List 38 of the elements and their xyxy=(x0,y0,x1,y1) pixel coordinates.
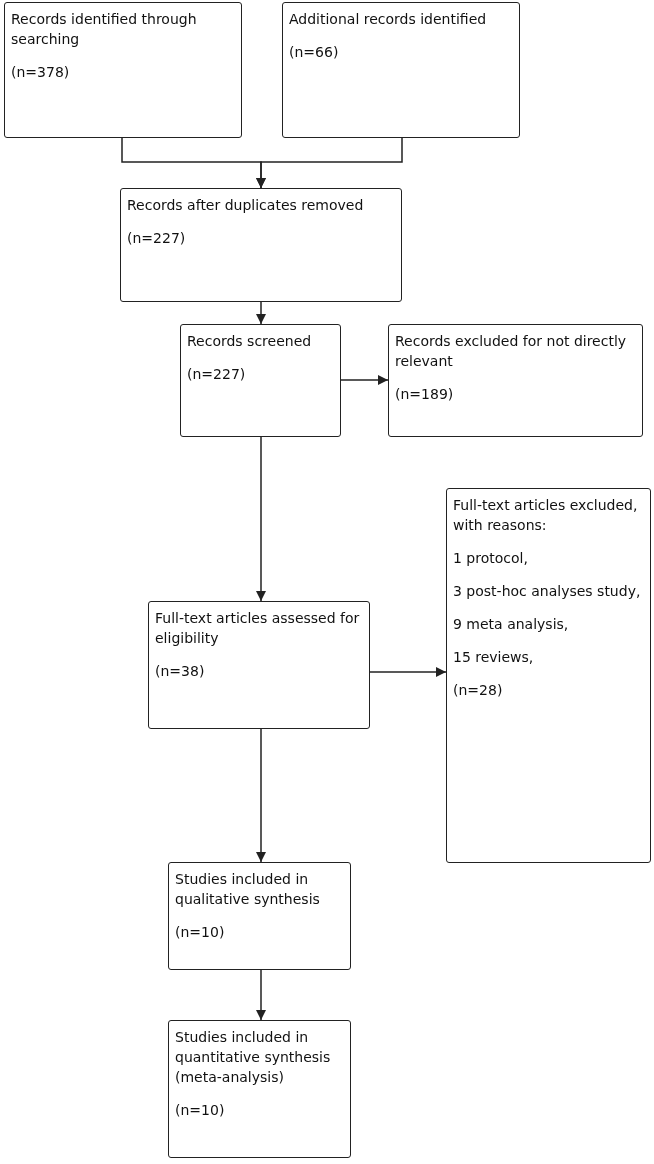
box-text: (n=38) xyxy=(155,662,206,681)
box-text: Records screened xyxy=(187,332,313,351)
box-text: (n=227) xyxy=(127,229,187,248)
box-text: Additional records identified xyxy=(289,10,488,29)
box-text: 3 post-hoc analyses study, xyxy=(453,582,642,601)
arrow xyxy=(340,374,389,386)
process-box xyxy=(148,601,370,729)
process-box xyxy=(4,2,242,138)
box-text: Studies included in qualitative synthesis xyxy=(175,870,321,909)
process-box xyxy=(168,1020,351,1158)
box-text: Studies included in quantitative synthesis (meta-analysis) xyxy=(175,1028,332,1087)
box-text: Records excluded for not directly relevant xyxy=(395,332,628,371)
box-text: Full-text articles assessed for eligibility xyxy=(155,609,361,648)
arrow xyxy=(255,137,403,189)
box-text: (n=10) xyxy=(175,923,226,942)
box-text: Full-text articles excluded, with reasons: xyxy=(453,496,639,535)
arrow xyxy=(369,666,447,678)
box-text: Records identified through searching xyxy=(11,10,198,49)
process-box xyxy=(120,188,402,302)
arrow xyxy=(255,436,267,602)
box-text: 1 protocol, xyxy=(453,549,529,568)
box-text: (n=10) xyxy=(175,1101,226,1120)
arrow xyxy=(255,969,267,1021)
box-text: (n=227) xyxy=(187,365,247,384)
box-text: (n=28) xyxy=(453,681,504,700)
process-box xyxy=(282,2,520,138)
box-text: (n=66) xyxy=(289,43,340,62)
process-box xyxy=(388,324,643,437)
process-box xyxy=(180,324,341,437)
box-text: 9 meta analysis, xyxy=(453,615,570,634)
box-text: 15 reviews, xyxy=(453,648,535,667)
box-text: (n=378) xyxy=(11,63,71,82)
box-text: (n=189) xyxy=(395,385,455,404)
process-box xyxy=(168,862,351,970)
box-text: Records after duplicates removed xyxy=(127,196,365,215)
process-box xyxy=(446,488,651,863)
arrow xyxy=(255,728,267,863)
arrow xyxy=(255,301,267,325)
